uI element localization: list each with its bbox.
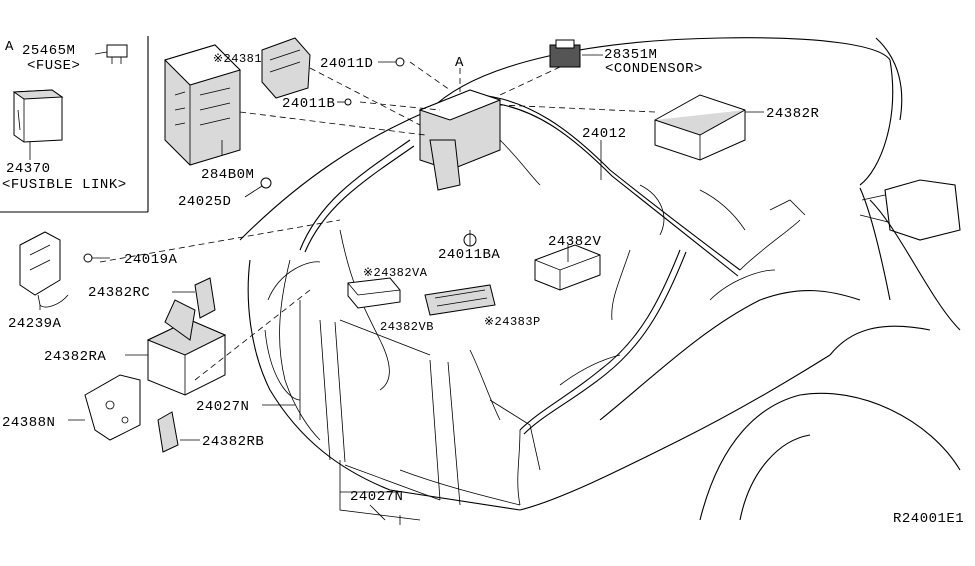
screws (260, 57, 405, 189)
fusible-link-icon (12, 89, 64, 160)
bracket-24388N (84, 374, 141, 441)
callout-24027N-upper[interactable]: 24027N (196, 399, 249, 415)
callout-24012[interactable]: 24012 (582, 126, 627, 142)
fusible-link-caption: <FUSIBLE LINK> (2, 177, 127, 193)
callout-24025D[interactable]: 24025D (178, 194, 231, 210)
dashed-guides (99, 61, 656, 381)
fuse-icon (94, 44, 128, 64)
callout-24027N-lower[interactable]: 24027N (350, 489, 403, 505)
callout-24382V[interactable]: 24382V (548, 234, 602, 250)
center-junction-block (418, 89, 502, 247)
callout-24239A[interactable]: 24239A (8, 316, 62, 332)
callout-24382R[interactable]: 24382R (766, 106, 820, 122)
box-24382RA (146, 299, 227, 396)
fuse-caption: <FUSE> (27, 58, 80, 74)
fusible-link-part-number[interactable]: 24370 (6, 161, 51, 177)
leader-lines (39, 54, 764, 525)
callout-24382RC[interactable]: 24382RC (88, 285, 150, 301)
inset-section-letter: A (5, 39, 14, 55)
callout-284B0M[interactable]: 284B0M (201, 167, 254, 183)
callout-24011B[interactable]: 24011B (282, 96, 335, 112)
callout-24382VB[interactable]: 24382VB (380, 320, 434, 334)
callout-section-A: A (455, 55, 464, 71)
fuse-part-number[interactable]: 25465M (22, 43, 75, 59)
callout-24383P[interactable]: ※24383P (484, 315, 541, 329)
callouts: ※24381 284B0M 24011D 24011B 24025D 28351… (2, 47, 964, 527)
callout-24381[interactable]: ※24381 (213, 52, 262, 66)
condensor-28351M (549, 39, 581, 68)
inset-box: A 25465M <FUSE> 24370 <FUSIBLE LINK> (0, 36, 149, 213)
control-module-24382R (654, 94, 746, 161)
module-24382V (534, 244, 601, 291)
callout-28351M[interactable]: 28351M (604, 47, 657, 63)
callout-24382VA[interactable]: ※24382VA (363, 266, 428, 280)
module-24382VB (347, 277, 401, 309)
cover-24382RC (194, 277, 216, 319)
vehicle-outline (239, 37, 961, 521)
callout-28351M-caption: <CONDENSOR> (605, 61, 703, 77)
module-24383P (424, 284, 496, 316)
diagram-reference-code: R24001E1 (893, 511, 964, 527)
callout-24382RA[interactable]: 24382RA (44, 349, 106, 365)
main-harness (279, 94, 806, 506)
relay-24381 (261, 37, 311, 99)
callout-24382RB[interactable]: 24382RB (202, 434, 264, 450)
callout-24388N[interactable]: 24388N (2, 415, 55, 431)
callout-24019A[interactable]: 24019A (124, 252, 178, 268)
cover-24382RB (157, 411, 179, 453)
callout-24011D[interactable]: 24011D (320, 56, 373, 72)
callout-24011BA[interactable]: 24011BA (438, 247, 500, 263)
ipdm-relay-box (164, 44, 241, 166)
bracket-24239A (19, 231, 93, 308)
